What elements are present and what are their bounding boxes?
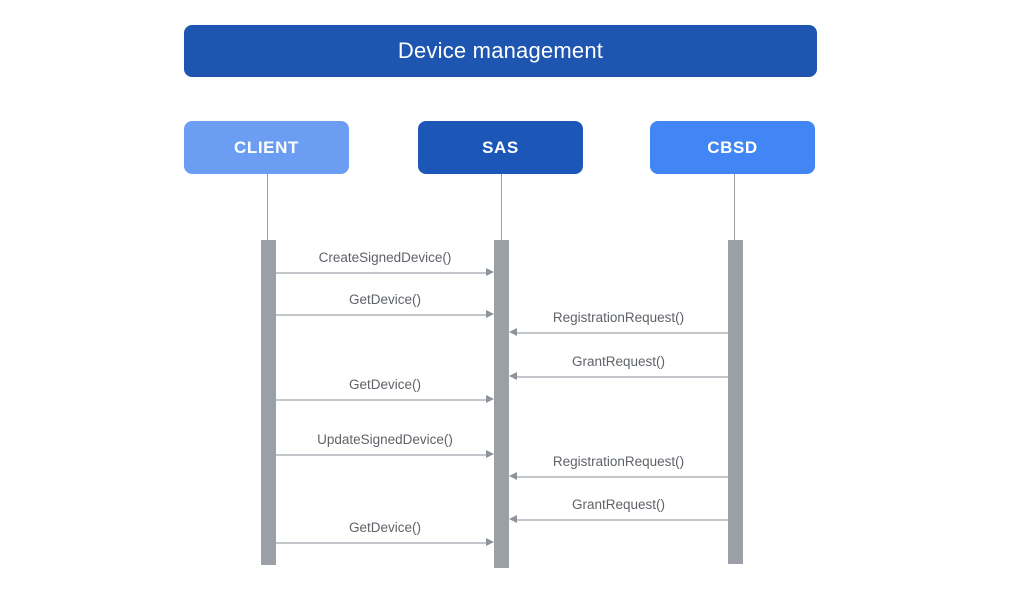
- arrowhead-right-icon: [486, 450, 494, 459]
- message-arrow-line: [276, 399, 488, 401]
- arrowhead-right-icon: [486, 268, 494, 277]
- message-label: GetDevice(): [348, 377, 421, 392]
- actor-client-label: CLIENT: [234, 137, 299, 157]
- lifeline-cbsd: [734, 174, 735, 240]
- message-label: UpdateSignedDevice(): [317, 432, 453, 447]
- message-label: GetDevice(): [348, 520, 421, 535]
- arrowhead-right-icon: [486, 538, 494, 547]
- message-arrow-line: [276, 454, 488, 456]
- arrowhead-right-icon: [486, 310, 494, 319]
- diagram-title: Device management: [184, 25, 817, 77]
- actor-cbsd-label: CBSD: [707, 137, 758, 157]
- message-label: CreateSignedDevice(): [318, 250, 452, 265]
- lifeline-client: [267, 174, 268, 240]
- message-arrow-line: [276, 314, 488, 316]
- message-arrow-line: [515, 519, 728, 521]
- arrowhead-right-icon: [486, 395, 494, 404]
- activation-bar-cbsd: [728, 240, 743, 564]
- message-label: GrantRequest(): [571, 354, 666, 369]
- message-label: GrantRequest(): [571, 497, 666, 512]
- message-arrow-line: [276, 272, 488, 274]
- message-arrow-line: [515, 376, 728, 378]
- actor-client: CLIENT: [184, 121, 349, 174]
- arrowhead-left-icon: [509, 472, 517, 481]
- actor-cbsd: CBSD: [650, 121, 815, 174]
- lifeline-sas: [501, 174, 502, 240]
- arrowhead-left-icon: [509, 372, 517, 381]
- message-arrow-line: [515, 332, 728, 334]
- message-label: RegistrationRequest(): [552, 310, 685, 325]
- arrowhead-left-icon: [509, 515, 517, 524]
- arrowhead-left-icon: [509, 328, 517, 337]
- actor-sas-label: SAS: [482, 137, 519, 157]
- message-arrow-line: [515, 476, 728, 478]
- message-arrow-line: [276, 542, 488, 544]
- activation-bar-sas: [494, 240, 509, 568]
- actor-sas: SAS: [418, 121, 583, 174]
- activation-bar-client: [261, 240, 276, 565]
- message-label: RegistrationRequest(): [552, 454, 685, 469]
- message-label: GetDevice(): [348, 292, 421, 307]
